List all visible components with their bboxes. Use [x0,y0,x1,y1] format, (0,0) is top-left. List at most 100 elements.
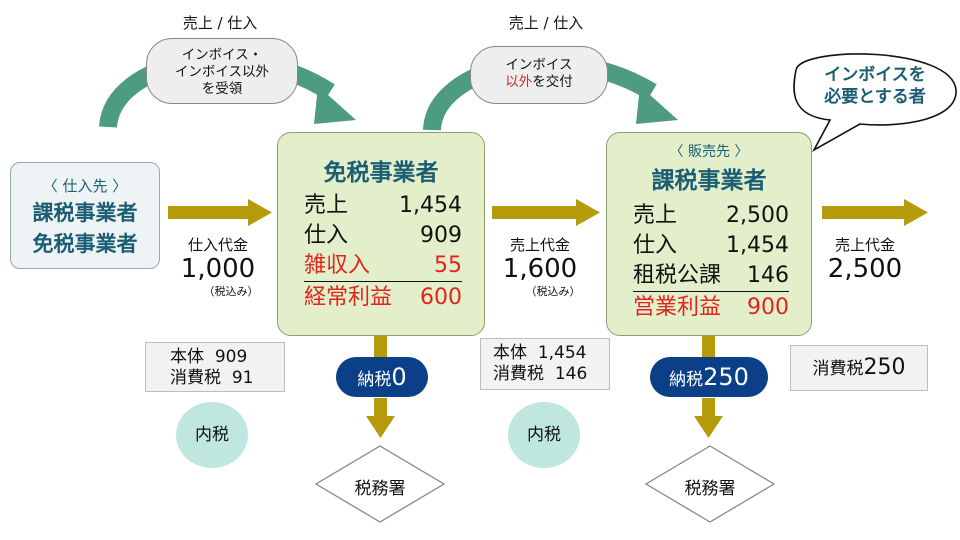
flow3-breakdown: 消費税250 [790,345,928,391]
supplier-sub-label: 〈 仕入先 〉 [42,177,128,195]
taxable-row-taxes: 租税公課 146 [633,261,789,292]
arrow-exempt-to-taxable-shaft [492,206,578,219]
flow2-amount: 1,600 [502,254,578,284]
curved-arrowhead-right [636,86,678,124]
taxable-title: 課税事業者 [651,168,767,194]
flow2-note: （税込み） [525,285,581,298]
taxable-invoice-bubble: インボイス 以外を交付 [470,46,608,104]
taxable-tax-pill: 納税250 [650,357,768,397]
flow3-bd-l1: 消費税 [812,359,864,379]
arrow-supplier-to-exempt-shaft [168,206,250,219]
flow2-bd-v1: 1,454 [537,343,587,363]
taxable-row-profit-value: 900 [747,295,789,320]
taxable-row-profit-label: 営業利益 [633,295,722,320]
tax-office-diamond-right [644,445,776,523]
taxable-row-purchase-label: 仕入 [633,233,678,258]
taxable-tax-pill-label: 納税 [669,370,704,390]
taxable-bubble-line1: インボイス [505,57,573,73]
supplier-box: 〈 仕入先 〉 課税事業者 免税事業者 [10,162,160,269]
exempt-title: 免税事業者 [323,160,439,186]
flow2-price: 売上代金 1,600 （税込み） [490,234,590,299]
exempt-row-profit-label: 経常利益 [304,285,393,310]
arrow-exempt-tax-head [366,416,395,438]
exempt-bubble-line3: を受領 [201,81,243,97]
flow1-inclusive-circle: 内税 [176,402,248,468]
taxable-tax-office-label: 税務署 [684,479,736,499]
exempt-row-purchase-label: 仕入 [304,223,349,248]
flow1-price: 仕入代金 1,000 （税込み） [168,234,268,299]
flow1-bd-v1: 909 [214,347,248,367]
speech-bubble-text: インボイスを 必要とする者 [800,64,950,108]
flow2-breakdown: 本体 1,454 消費税 146 [480,338,610,390]
flow1-breakdown: 本体 909 消費税 91 [145,342,285,392]
arrow-exempt-to-taxable-head [576,199,600,226]
exempt-row-profit-value: 600 [420,285,462,310]
taxable-top-label: 売上 / 仕入 [508,14,584,32]
curved-arrowhead-left [314,86,356,124]
exempt-tax-pill-value: 0 [391,363,407,391]
taxable-row-taxes-value: 146 [747,263,789,288]
flow2-breakdown-row1: 本体 1,454 [493,343,609,364]
exempt-bubble-line1: インボイス・ [181,47,263,63]
arrow-taxable-out-head [904,199,928,226]
speech-line2: 必要とする者 [824,87,926,107]
taxable-row-purchase-value: 1,454 [726,233,789,258]
flow3-bd-v1: 250 [863,355,906,380]
supplier-line1: 課税事業者 [32,201,138,225]
taxable-bubble-line2-rest: を交付 [532,74,573,90]
taxable-row-taxes-label: 租税公課 [633,263,722,288]
flow1-amount: 1,000 [180,254,256,284]
exempt-tax-pill-label: 納税 [357,370,392,390]
exempt-row-misc-value: 55 [434,253,462,278]
arrow-taxable-tax-shaft [702,398,715,418]
exempt-row-purchase: 仕入 909 [304,221,462,251]
flow1-breakdown-row1: 本体 909 [170,347,284,368]
arrow-exempt-tax-shaft [374,398,387,418]
arrow-taxable-tax-head [694,416,723,438]
flow1-note: （税込み） [203,285,259,298]
exempt-row-purchase-value: 909 [420,223,462,248]
exempt-row-sales-label: 売上 [304,193,349,218]
flow2-breakdown-row2: 消費税 146 [493,364,609,385]
taxable-sub-label: 〈 販売先 〉 [669,144,749,160]
exempt-top-label: 売上 / 仕入 [182,14,258,32]
exempt-tax-office-label: 税務署 [354,479,406,499]
flow1-bd-l2: 消費税 [170,368,221,388]
flow1-breakdown-row2: 消費税 91 [170,368,284,389]
exempt-row-profit: 経常利益 600 [304,283,462,313]
flow1-bd-v2: 91 [231,368,254,388]
exempt-tax-pill: 納税0 [336,357,428,397]
flow2-label: 売上代金 [509,236,570,254]
taxable-row-sales-value: 2,500 [726,203,789,228]
taxable-bubble-line2-red: 以外 [505,74,533,90]
flow2-inclusive-circle: 内税 [508,402,580,468]
taxable-tax-pill-value: 250 [703,363,749,391]
flow2-bd-l1: 本体 [493,343,527,363]
flow1-bd-l1: 本体 [170,347,204,367]
taxable-row-sales: 売上 2,500 [633,201,789,231]
exempt-row-misc-label: 雑収入 [304,253,371,278]
taxable-bubble-line2: 以外を交付 [471,74,607,91]
exempt-row-misc-income: 雑収入 55 [304,251,462,282]
flow2-bd-l2: 消費税 [493,364,544,384]
speech-bubble-shape [793,53,957,153]
exempt-row-sales-value: 1,454 [399,193,462,218]
arrow-taxable-tax-shaft-top [702,334,715,358]
tax-office-diamond-left [314,445,446,523]
flow2-bd-v2: 146 [554,364,588,384]
flow3-price: 売上代金 2,500 [820,234,910,283]
speech-line1: インボイスを [824,65,926,85]
taxable-row-profit: 営業利益 900 [633,293,789,323]
flow3-amount: 2,500 [827,254,903,284]
flow3-label: 売上代金 [834,236,895,254]
arrow-taxable-out-shaft [822,206,906,219]
arrow-supplier-to-exempt-head [248,199,272,226]
supplier-line2: 免税事業者 [32,232,138,256]
exempt-bubble-line2: インボイス以外 [174,64,270,80]
taxable-row-purchase: 仕入 1,454 [633,231,789,261]
exempt-business-box: 免税事業者 売上 1,454 仕入 909 雑収入 55 経常利益 600 [277,132,485,336]
taxable-business-box: 〈 販売先 〉 課税事業者 売上 2,500 仕入 1,454 租税公課 146… [606,132,812,336]
arrow-exempt-tax-shaft-top [374,334,387,358]
exempt-row-sales: 売上 1,454 [304,191,462,221]
taxable-row-sales-label: 売上 [633,203,678,228]
